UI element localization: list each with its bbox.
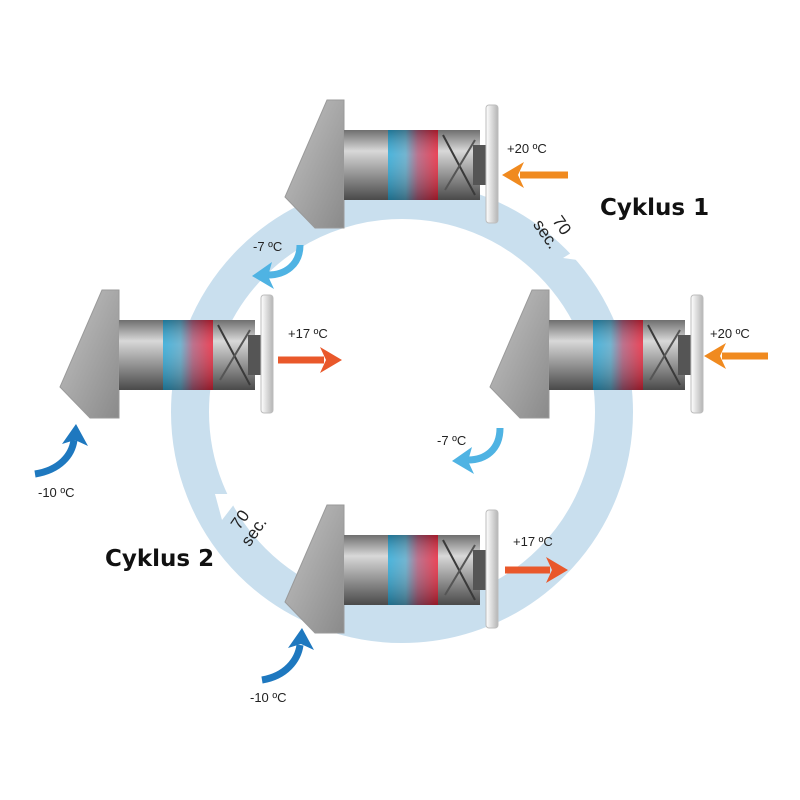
supply-air-arrow-left	[278, 347, 342, 373]
cycle-1-direction-marker	[563, 238, 595, 262]
cycle-2-label: Cyklus 2	[105, 546, 214, 572]
temp-label-top-indoor: -7 ºC	[253, 239, 282, 254]
supply-air-arrow-bottom	[505, 557, 568, 583]
temp-label-right-outdoor: +20 ºC	[710, 326, 750, 341]
exhaust-air-arrow-top	[252, 244, 304, 289]
temp-label-right-indoor: -7 ºC	[437, 433, 466, 448]
intake-air-arrow-bottom	[261, 628, 314, 684]
warm-air-arrow-right	[704, 343, 768, 369]
cycle-2-direction-marker	[215, 494, 242, 520]
exhaust-air-arrow-right	[452, 427, 504, 474]
cycle-1-label: Cyklus 1	[600, 195, 709, 221]
ventilator-unit-left	[59, 289, 274, 419]
temp-label-left-supply: +17 ºC	[288, 326, 328, 341]
temp-label-top-outdoor: +20 ºC	[507, 141, 547, 156]
temp-label-left-intake: -10 ºC	[38, 485, 75, 500]
warm-air-arrow-top	[502, 162, 568, 188]
temp-label-bottom-supply: +17 ºC	[513, 534, 553, 549]
temp-label-bottom-intake: -10 ºC	[250, 690, 287, 705]
intake-air-arrow-left	[34, 424, 88, 478]
